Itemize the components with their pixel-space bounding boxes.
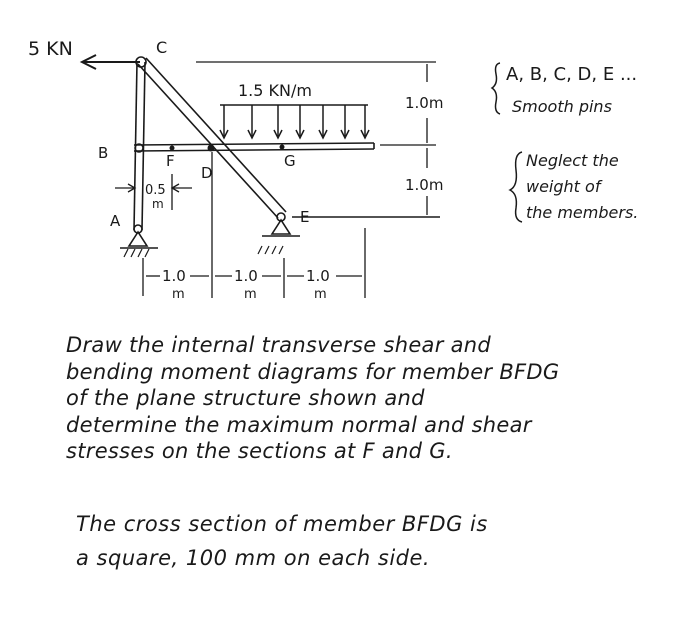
- note-pins-line2: Smooth pins: [512, 97, 612, 116]
- note-pins: A, B, C, D, E ... Smooth pins: [490, 62, 637, 116]
- note-pins-line1: A, B, C, D, E ...: [506, 64, 637, 85]
- pins: [133, 56, 286, 234]
- label-d: D: [201, 164, 213, 182]
- problem-line-1: Draw the internal transverse shear and: [66, 333, 492, 357]
- dimension-horizontal: 1.0 1.0 1.0 m m m: [142, 152, 366, 302]
- label-c: C: [156, 38, 167, 57]
- force-arrowhead: [79, 54, 97, 70]
- pin-f: [169, 145, 175, 151]
- dim-offset-value: 0.5: [145, 183, 166, 198]
- node-labels: C B A F D G E: [98, 38, 309, 230]
- dim-span-3: 1.0: [306, 267, 330, 285]
- section-line-1: The cross section of member BFDG is: [76, 512, 488, 536]
- note-neglect-line3: the members.: [526, 203, 638, 222]
- pin-g: [279, 144, 285, 150]
- force-label: 5 KN: [28, 38, 73, 60]
- dim-unit-2: m: [244, 287, 257, 302]
- applied-force: 5 KN: [28, 38, 140, 70]
- support-e: [257, 218, 300, 255]
- note-neglect: Neglect the weight of the members.: [508, 151, 638, 223]
- beam-bfdg: [133, 142, 375, 152]
- dim-span-2: 1.0: [234, 267, 258, 285]
- note-neglect-line1: Neglect the: [526, 151, 619, 170]
- diagonal-member-ce: [137, 57, 287, 219]
- problem-line-4: determine the maximum normal and shear: [66, 412, 532, 437]
- pin-c: [135, 56, 147, 68]
- dim-height-bottom: 1.0m: [405, 176, 443, 194]
- problem-line-3: of the plane structure shown and: [66, 386, 425, 410]
- dimension-offset: 0.5 m: [115, 174, 192, 211]
- label-f: F: [166, 152, 175, 170]
- section-line-2: a square, 100 mm on each side.: [76, 546, 431, 570]
- dim-span-1: 1.0: [162, 267, 186, 285]
- problem-line-5: stresses on the sections at F and G.: [66, 439, 453, 463]
- label-e: E: [300, 208, 309, 226]
- support-a: [120, 230, 158, 258]
- label-b: B: [98, 144, 108, 162]
- dim-unit-1: m: [172, 287, 185, 302]
- distributed-load: 1.5 KN/m: [219, 81, 370, 140]
- cross-section-statement: The cross section of member BFDG is a sq…: [76, 507, 676, 575]
- pin-d: [207, 144, 215, 152]
- problem-statement: Draw the internal transverse shear and b…: [66, 332, 666, 465]
- problem-line-2: bending moment diagrams for member BFDG: [66, 359, 560, 384]
- label-g: G: [284, 152, 296, 170]
- distributed-load-label: 1.5 KN/m: [238, 81, 312, 100]
- note-neglect-line2: weight of: [526, 177, 603, 196]
- dim-height-top: 1.0m: [405, 94, 443, 112]
- dimension-vertical: 1.0m 1.0m: [196, 61, 443, 215]
- label-a: A: [110, 212, 121, 230]
- dim-offset-unit: m: [152, 197, 164, 211]
- pin-b: [134, 143, 144, 153]
- dim-unit-3: m: [314, 287, 327, 302]
